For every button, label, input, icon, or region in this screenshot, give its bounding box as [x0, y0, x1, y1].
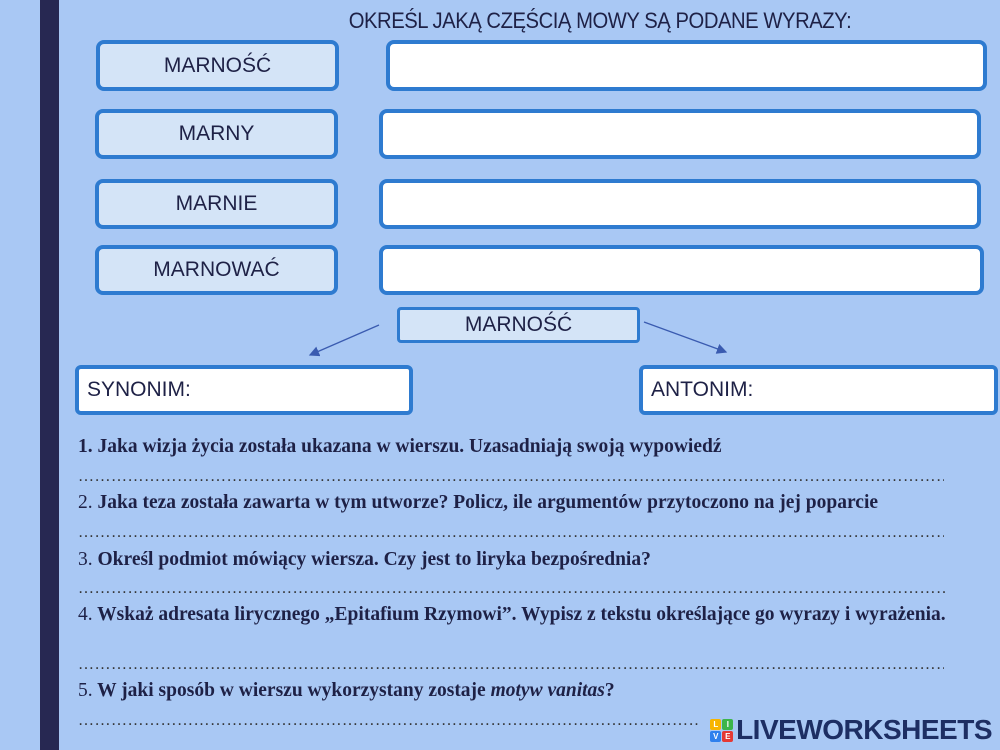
question-text: W jaki sposób w wierszu wykorzystany zos…	[97, 680, 491, 701]
answer-line-2[interactable]: ……………………………………………………………………………………………………………	[78, 524, 944, 541]
question-number: 4.	[78, 604, 93, 625]
question-4: 4. Wskaż adresata lirycznego „Epitafium …	[78, 605, 990, 625]
logo-tile: I	[722, 718, 734, 730]
word-box-4: MARNOWAĆ	[95, 245, 338, 295]
question-2: 2. Jaka teza została zawarta w tym utwor…	[78, 493, 990, 513]
answer-line-4[interactable]: ……………………………………………………………………………………………………………	[78, 656, 944, 673]
question-number: 3.	[78, 549, 93, 570]
synonym-input[interactable]	[196, 378, 462, 402]
question-3: 3. Określ podmiot mówiący wiersza. Czy j…	[78, 550, 990, 570]
question-italic: motyw vanitas	[490, 680, 605, 701]
antonym-label: ANTONIM:	[651, 378, 754, 401]
question-number: 1.	[78, 436, 93, 457]
question-number: 5.	[78, 680, 93, 701]
question-1: 1. Jaka wizja życia została ukazana w wi…	[78, 437, 990, 457]
question-end: ?	[604, 680, 615, 701]
arrow-right	[643, 321, 728, 354]
antonym-input[interactable]	[759, 378, 1000, 402]
logo-tile: L	[710, 718, 722, 730]
logo-text: LIVEWORKSHEETS	[736, 714, 992, 745]
answer-input-4[interactable]	[379, 245, 984, 295]
answer-line-5[interactable]: ……………………………………………………………………………………………………………	[78, 712, 698, 729]
answer-line-1[interactable]: ……………………………………………………………………………………………………………	[78, 468, 944, 485]
question-text: Wskaż adresata lirycznego „Epitafium Rzy…	[97, 604, 946, 625]
liveworksheets-logo: L I V E LIVEWORKSHEETS	[710, 714, 992, 746]
word-box-1: MARNOŚĆ	[96, 40, 339, 91]
arrow-left	[308, 324, 380, 357]
answer-line-3[interactable]: ……………………………………………………………………………………………………………	[78, 580, 948, 597]
word-box-3: MARNIE	[95, 179, 338, 229]
synonym-box: SYNONIM:	[75, 365, 462, 415]
question-text: Jaka wizja życia została ukazana w wiers…	[97, 436, 722, 457]
left-sidebar-bar	[40, 0, 59, 750]
question-text: Jaka teza została zawarta w tym utworze?…	[97, 492, 879, 513]
answer-input-3[interactable]	[379, 179, 981, 229]
answer-input-1[interactable]	[386, 40, 987, 91]
logo-tile: V	[710, 730, 722, 742]
synonym-label: SYNONIM:	[87, 378, 191, 401]
logo-tile: E	[722, 730, 734, 742]
page-title: OKREŚL JAKĄ CZĘŚCIĄ MOWY SĄ PODANE WYRAZ…	[348, 8, 852, 33]
word-box-2: MARNY	[95, 109, 338, 159]
question-text: Określ podmiot mówiący wiersza. Czy jest…	[97, 549, 651, 570]
center-word-box: MARNOŚĆ	[397, 307, 640, 343]
question-number: 2.	[78, 492, 93, 513]
answer-input-2[interactable]	[379, 109, 981, 159]
antonym-box: ANTONIM:	[639, 365, 1000, 415]
logo-tiles-icon: L I V E	[710, 718, 734, 742]
question-5: 5. W jaki sposób w wierszu wykorzystany …	[78, 681, 990, 701]
